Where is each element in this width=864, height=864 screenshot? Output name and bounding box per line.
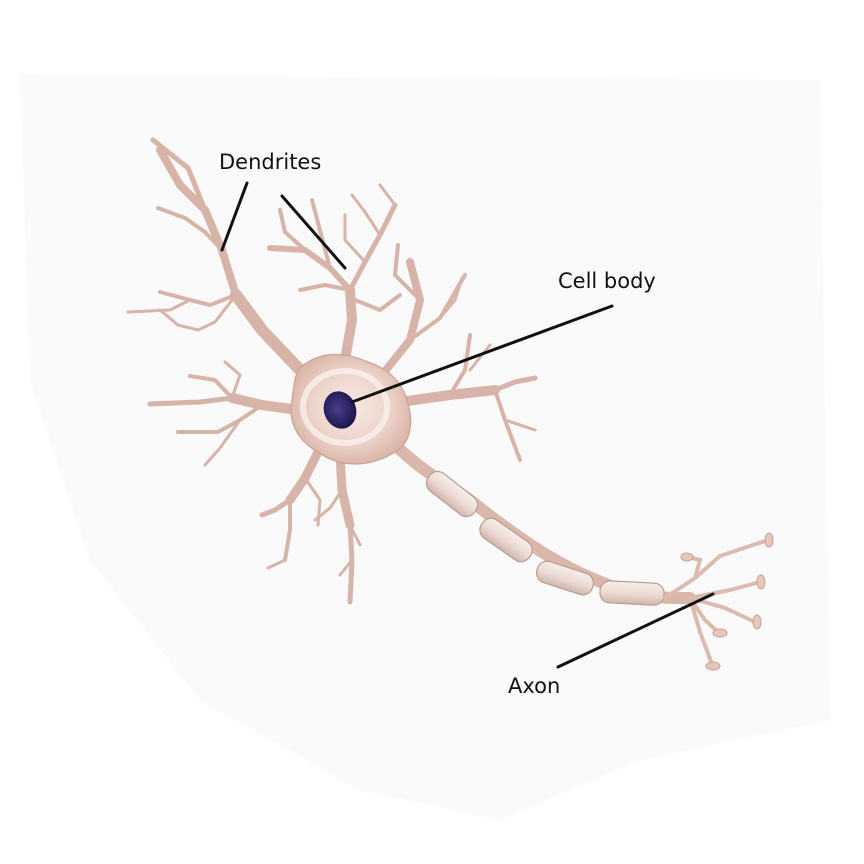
- cell-body-label: Cell body: [558, 269, 656, 293]
- leader-lines: [220, 181, 715, 669]
- axon-leader-line: [556, 592, 715, 669]
- dendrites-label: Dendrites: [219, 150, 322, 174]
- cell-body-leader-line: [350, 304, 614, 404]
- dendrites-leader-line-1: [220, 181, 249, 252]
- dendrite-branches: [126, 137, 538, 605]
- axon-terminals: [663, 538, 770, 666]
- synaptic-knobs: [680, 532, 774, 671]
- cell-body-halo: [300, 368, 390, 446]
- backdrop-shape: [20, 75, 830, 820]
- axon-label: Axon: [508, 674, 561, 698]
- dendrites-leader-line-2: [280, 194, 347, 270]
- myelin-sheaths: [425, 470, 665, 606]
- nucleus: [323, 391, 357, 429]
